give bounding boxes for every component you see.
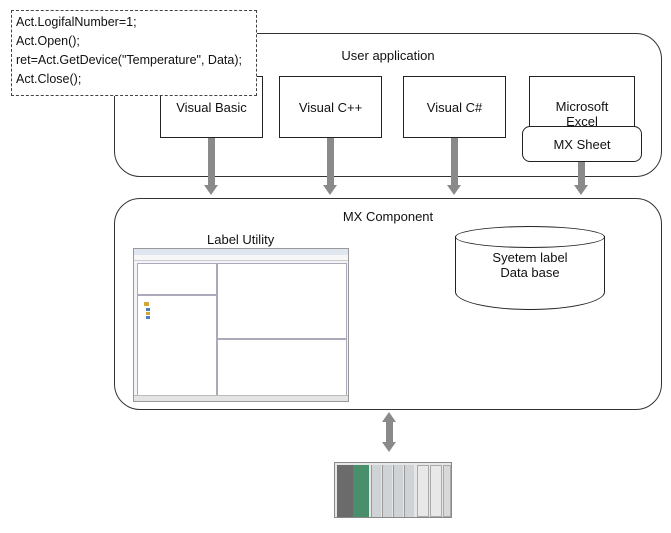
arrow-shaft (386, 422, 393, 442)
code-line: ret=Act.GetDevice("Temperature", Data); (16, 53, 242, 67)
menu-bar (134, 255, 348, 261)
mx-sheet-box: MX Sheet (522, 126, 642, 162)
plc-cpu-module (353, 465, 369, 517)
visual-basic-label: Visual Basic (176, 99, 247, 115)
tree-item-icon (146, 316, 150, 319)
excel-label-line2: Excel (566, 114, 598, 129)
mx-sheet-label: MX Sheet (553, 136, 611, 152)
database-cylinder-top (455, 226, 605, 248)
label-list-pane (137, 263, 217, 295)
main-pane (217, 263, 347, 339)
arrow-shaft (578, 162, 585, 185)
arrow-shaft (327, 138, 334, 185)
tree-folder-icon (144, 302, 149, 306)
user-application-title: User application (341, 48, 435, 63)
mx-component-title: MX Component (342, 209, 434, 224)
arrow-down-icon (382, 442, 396, 452)
plc-io-module (430, 465, 442, 517)
visual-csharp-box: Visual C# (403, 76, 506, 138)
database-label-line2: Data base (500, 265, 560, 280)
arrow-down-icon (447, 185, 461, 195)
arrow-down-icon (574, 185, 588, 195)
reference-pane (137, 295, 217, 397)
code-line: Act.Open(); (16, 34, 80, 48)
arrow-down-icon (204, 185, 218, 195)
label-utility-title: Label Utility (207, 232, 275, 247)
arrow-shaft (451, 138, 458, 185)
code-line: Act.Close(); (16, 72, 82, 86)
code-line: Act.LogifalNumber=1; (16, 15, 137, 29)
database-label-line1: Syetem label (492, 250, 568, 265)
visual-cpp-box: Visual C++ (279, 76, 382, 138)
plc-module (404, 465, 414, 517)
excel-label-line1: Microsoft (555, 99, 609, 114)
plc-module (371, 465, 381, 517)
plc-module (393, 465, 403, 517)
visual-cpp-label: Visual C++ (298, 99, 363, 115)
arrow-up-icon (382, 412, 396, 422)
status-bar (134, 395, 348, 401)
arrow-shaft (208, 138, 215, 185)
plc-io-module (417, 465, 429, 517)
arrow-down-icon (323, 185, 337, 195)
visual-csharp-label: Visual C# (426, 99, 483, 115)
code-snippet: Act.LogifalNumber=1; Act.Open(); ret=Act… (11, 10, 257, 96)
tree-item-icon (146, 312, 150, 315)
plc-end-cover (443, 465, 451, 517)
plc-module (382, 465, 392, 517)
database-cylinder (455, 236, 605, 310)
label-utility-screenshot (133, 248, 349, 402)
plc-power-module (337, 465, 353, 517)
tree-item-icon (146, 308, 150, 311)
information-pane (217, 339, 347, 397)
plc-hardware-image (334, 462, 452, 518)
